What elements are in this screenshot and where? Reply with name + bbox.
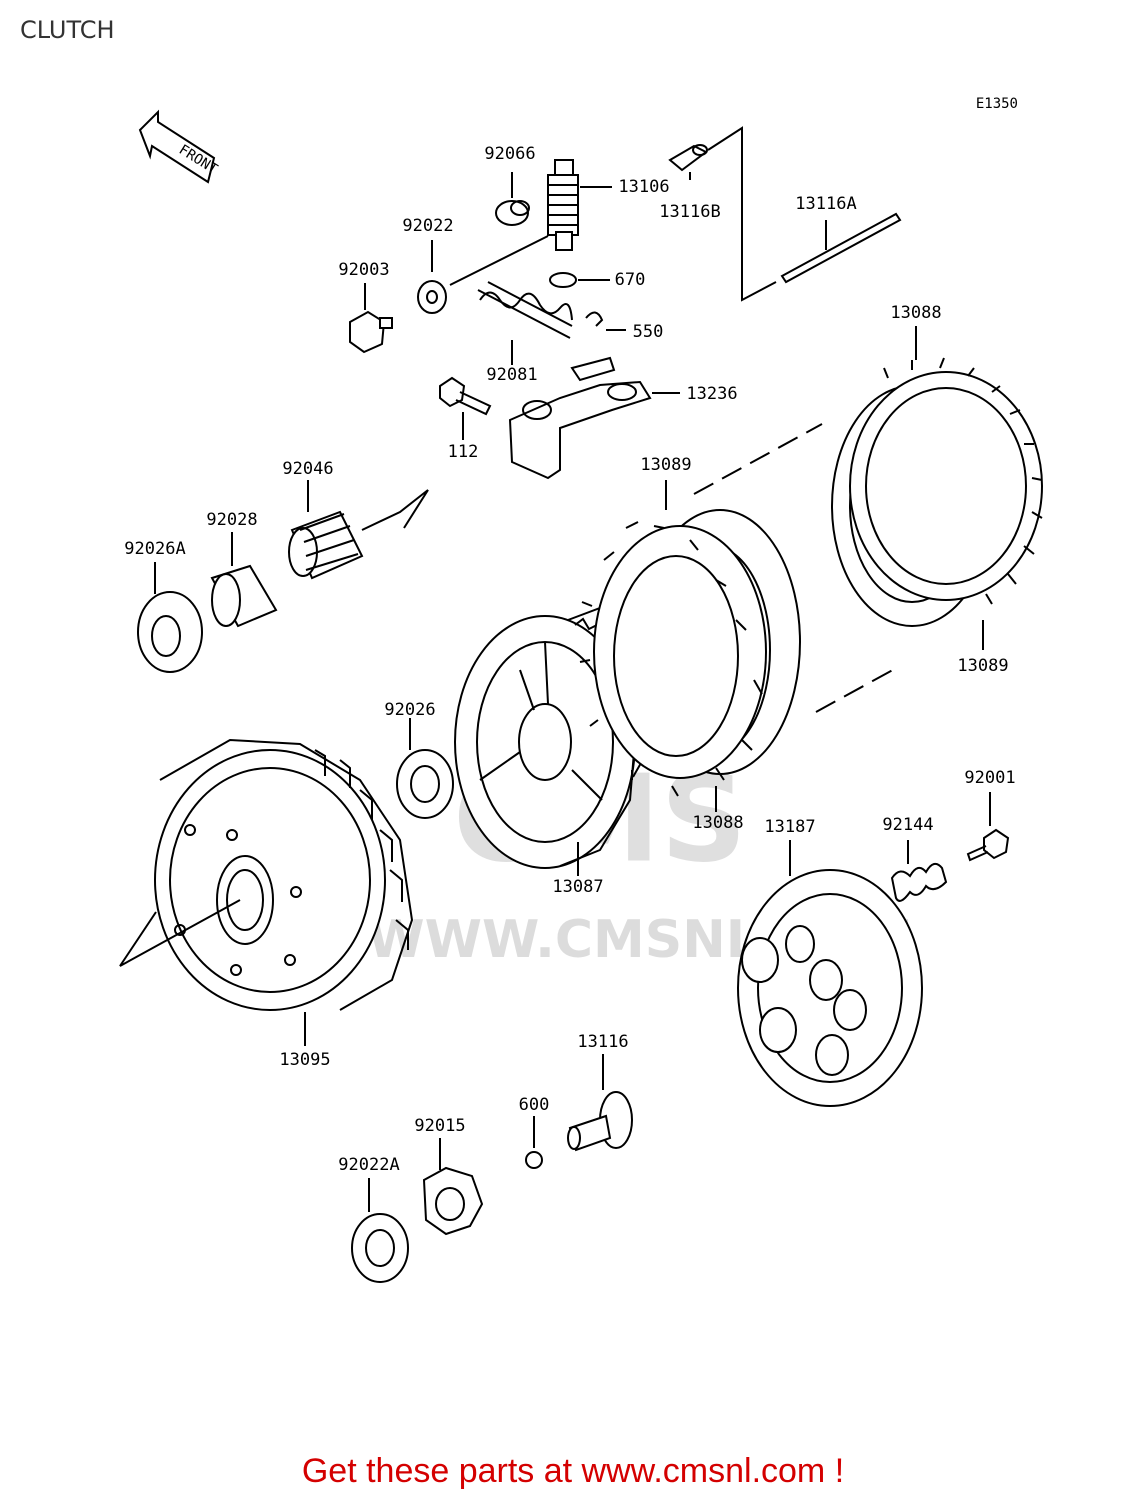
part-label-112[interactable]: 112: [447, 442, 479, 462]
part-label-13187[interactable]: 13187: [764, 817, 816, 837]
pressure-plate-13187: [737, 869, 923, 1107]
part-label-600[interactable]: 600: [518, 1095, 550, 1115]
plug-92066: [495, 200, 530, 226]
cotter-pin-550: [585, 311, 604, 327]
part-label-92046[interactable]: 92046: [282, 459, 334, 479]
part-label-92081[interactable]: 92081: [486, 365, 538, 385]
part-label-13087[interactable]: 13087: [552, 877, 604, 897]
friction-plate-13088-right: [849, 357, 1043, 605]
front-arrow-icon: FRONT: [138, 109, 221, 184]
ball-600: [525, 1151, 543, 1169]
part-label-92028[interactable]: 92028: [206, 510, 258, 530]
part-label-92144[interactable]: 92144: [882, 815, 934, 835]
screw-92001: [966, 828, 1010, 862]
part-label-13116B[interactable]: 13116B: [659, 202, 721, 222]
pin-13116B: [668, 144, 708, 172]
part-label-92001[interactable]: 92001: [964, 768, 1016, 788]
bracket-13116B: [707, 126, 777, 302]
part-label-13236[interactable]: 13236: [686, 384, 738, 404]
page-title: CLUTCH: [20, 16, 115, 44]
part-label-13116A[interactable]: 13116A: [795, 194, 857, 214]
washer-92022A: [351, 1213, 409, 1283]
spring-92144: [890, 862, 948, 902]
nut-92015: [422, 1166, 484, 1236]
part-label-13089-mid[interactable]: 13089: [640, 455, 692, 475]
clutch-housing-13095: [154, 738, 414, 1011]
assembly-line-92046: [361, 489, 429, 531]
shaft-13106: [547, 159, 579, 251]
part-label-13095[interactable]: 13095: [279, 1050, 331, 1070]
part-label-13088-top[interactable]: 13088: [890, 303, 942, 323]
rod-13116A: [780, 212, 902, 284]
part-label-13088-bottom[interactable]: 13088: [692, 813, 744, 833]
part-label-92015[interactable]: 92015: [414, 1116, 466, 1136]
part-label-550[interactable]: 550: [632, 322, 664, 342]
part-label-670[interactable]: 670: [614, 270, 646, 290]
assembly-line-13095: [119, 899, 241, 967]
part-label-13089-right[interactable]: 13089: [957, 656, 1009, 676]
needle-bearing-92046: [288, 510, 364, 580]
assembly-line-plates: [693, 423, 901, 713]
part-label-13106[interactable]: 13106: [618, 177, 670, 197]
washer-92026: [396, 749, 454, 819]
friction-plate-13088-mid: [579, 521, 767, 797]
diagram-code: E1350: [975, 96, 1018, 112]
o-ring-670: [549, 272, 577, 288]
part-label-13116[interactable]: 13116: [577, 1032, 629, 1052]
part-label-92003[interactable]: 92003: [338, 260, 390, 280]
part-label-92022A[interactable]: 92022A: [338, 1155, 400, 1175]
part-label-92026[interactable]: 92026: [384, 700, 436, 720]
collar-92028: [210, 564, 278, 628]
lever-13236: [508, 356, 652, 480]
part-label-92022[interactable]: 92022: [402, 216, 454, 236]
clutch-hub-13087: [454, 606, 647, 869]
footer-link[interactable]: Get these parts at www.cmsnl.com !: [301, 1452, 845, 1490]
washer-92026A: [137, 591, 203, 673]
bolt-92003: [349, 310, 393, 354]
assembly-line-92022: [449, 235, 549, 286]
bolt-112: [439, 376, 492, 416]
spring-92081: [477, 281, 573, 339]
part-label-92066[interactable]: 92066: [484, 144, 536, 164]
pusher-13116: [567, 1091, 633, 1152]
part-label-92026A[interactable]: 92026A: [124, 539, 186, 559]
washer-92022: [417, 280, 447, 314]
